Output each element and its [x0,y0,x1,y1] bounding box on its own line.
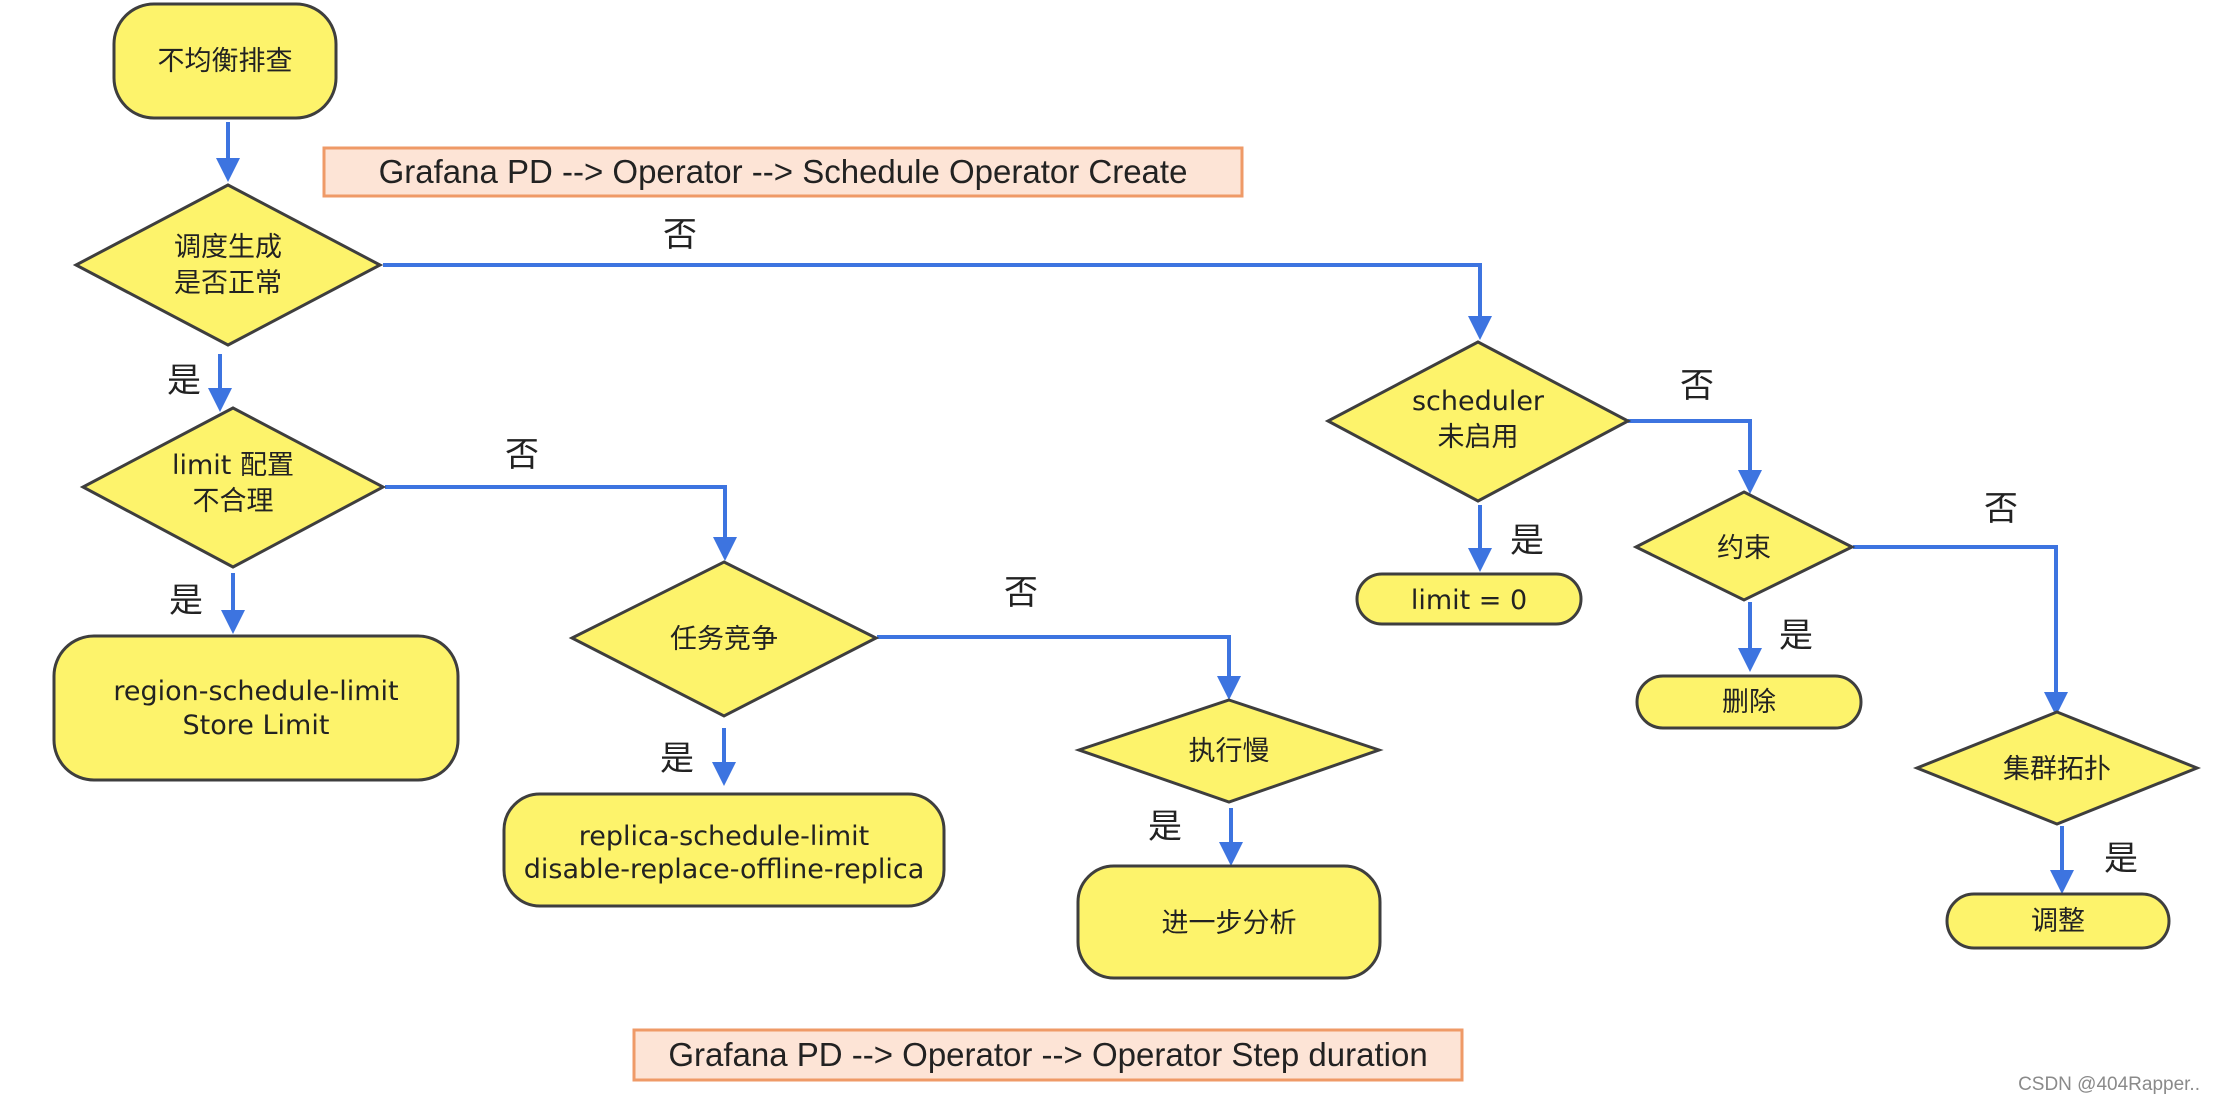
node-competition-result-line1: replica-schedule-limit [579,821,870,852]
node-check-limit: limit 配置 不合理 [79,406,387,569]
node-limit-zero-label: limit = 0 [1411,585,1527,616]
node-scheduler-disabled-line2: 未启用 [1438,422,1519,453]
note-bottom-text: Grafana PD --> Operator --> Operator Ste… [668,1036,1427,1073]
node-cluster-topology: 集群拓扑 [1912,710,2202,826]
node-task-competition-label: 任务竞争 [670,624,778,655]
node-slow-execution: 执行慢 [1074,698,1384,804]
node-limit-result-line2: Store Limit [183,710,330,741]
node-limit-zero: limit = 0 [1355,572,1583,626]
edge-constraint-no [1853,545,2068,716]
edge-label-no: 否 [1680,366,1714,406]
node-further-analysis: 进一步分析 [1076,864,1382,980]
edge-label-no: 否 [663,215,697,255]
node-constraint: 约束 [1632,490,1856,602]
edge-labels: 否 是 否 是 否 是 是 是 否 是 否 是 [167,215,2138,879]
edge-label-no: 否 [1984,489,2018,529]
node-slow-execution-label: 执行慢 [1189,736,1270,767]
note-bottom: Grafana PD --> Operator --> Operator Ste… [632,1028,1464,1082]
edge-label-yes: 是 [1510,521,1544,561]
node-check-generation-line2: 是否正常 [174,268,282,299]
edge-competition-no [877,635,1241,700]
node-limit-result-line1: region-schedule-limit [113,676,398,707]
watermark: CSDN @404Rapper.. [2018,1074,2200,1095]
node-delete: 删除 [1635,674,1863,730]
edge-label-yes: 是 [660,739,694,779]
node-competition-result: replica-schedule-limit disable-replace-o… [502,792,946,908]
edge-label-yes: 是 [2104,839,2138,879]
node-check-limit-line2: 不合理 [193,486,274,517]
node-adjust: 调整 [1945,892,2171,950]
node-check-limit-line1: limit 配置 [172,450,294,481]
note-top-text: Grafana PD --> Operator --> Schedule Ope… [379,153,1188,190]
edge-label-no: 否 [505,435,539,475]
edge-label-yes: 是 [1779,616,1813,656]
edge-limit-no [385,485,737,561]
edges [208,122,2074,894]
edge-label-yes: 是 [167,361,201,401]
node-limit-result: region-schedule-limit Store Limit [52,634,460,782]
edge-label-yes: 是 [169,581,203,621]
node-further-analysis-label: 进一步分析 [1162,908,1297,939]
node-delete-label: 删除 [1722,687,1776,718]
node-adjust-label: 调整 [2031,906,2085,937]
node-start: 不均衡排查 [112,2,338,120]
note-top: Grafana PD --> Operator --> Schedule Ope… [322,146,1244,198]
node-scheduler-disabled: scheduler 未启用 [1324,340,1632,503]
node-constraint-label: 约束 [1717,533,1771,564]
node-cluster-topology-label: 集群拓扑 [2003,754,2111,785]
node-task-competition: 任务竞争 [568,560,880,718]
edge-label-yes: 是 [1148,807,1182,847]
edge-label-no: 否 [1004,573,1038,613]
edge-scheduler-no [1628,419,1762,494]
edge-generation-no [383,263,1492,340]
node-scheduler-disabled-line1: scheduler [1412,386,1545,417]
node-competition-result-line2: disable-replace-offline-replica [524,854,925,885]
node-check-generation: 调度生成 是否正常 [72,183,384,347]
node-start-label: 不均衡排查 [158,46,293,77]
node-check-generation-line1: 调度生成 [174,232,282,263]
